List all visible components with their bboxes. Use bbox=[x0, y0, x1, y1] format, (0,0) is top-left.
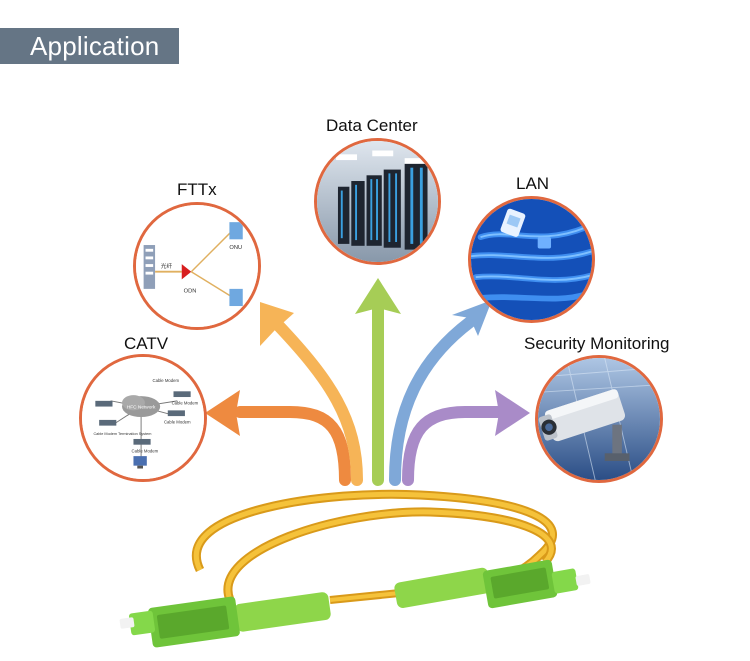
application-label-catv: CATV bbox=[124, 334, 169, 353]
svg-text:HFC Network: HFC Network bbox=[127, 404, 156, 410]
arrow-catv bbox=[205, 390, 351, 486]
application-label-fttx: FTTx bbox=[177, 180, 217, 199]
svg-text:ODN: ODN bbox=[184, 289, 197, 295]
arrow-fttx bbox=[260, 302, 363, 486]
arrow-security bbox=[402, 390, 530, 486]
fttx-network-diagram-icon: 光纤 ODN ONU bbox=[133, 202, 261, 330]
catv-network-diagram-icon: HFC Network Cable Modem Cable Modem Cabl… bbox=[79, 354, 207, 482]
svg-text:光纤: 光纤 bbox=[161, 262, 173, 270]
network-cables-icon bbox=[468, 196, 595, 323]
svg-text:Cable Modem: Cable Modem bbox=[164, 420, 191, 425]
sc-connector-left bbox=[119, 592, 331, 648]
application-label-data-center: Data Center bbox=[326, 116, 418, 135]
svg-text:Cable Modem: Cable Modem bbox=[172, 401, 199, 406]
section-header: Application bbox=[0, 28, 179, 64]
svg-text:Cable Modem Termination System: Cable Modem Termination System bbox=[93, 432, 151, 436]
server-rack-icon bbox=[314, 138, 441, 265]
section-title: Application bbox=[30, 31, 160, 61]
arrow-data-center bbox=[355, 278, 401, 486]
svg-text:Cable Modem: Cable Modem bbox=[153, 378, 180, 383]
svg-text:Cable Modem: Cable Modem bbox=[132, 448, 159, 453]
arrow-lan bbox=[389, 300, 492, 486]
application-label-lan: LAN bbox=[516, 174, 550, 193]
application-label-security-monitoring: Security Monitoring bbox=[524, 334, 670, 353]
sc-connector-right bbox=[394, 559, 591, 609]
svg-text:ONU: ONU bbox=[229, 245, 242, 251]
security-camera-icon bbox=[535, 355, 663, 483]
